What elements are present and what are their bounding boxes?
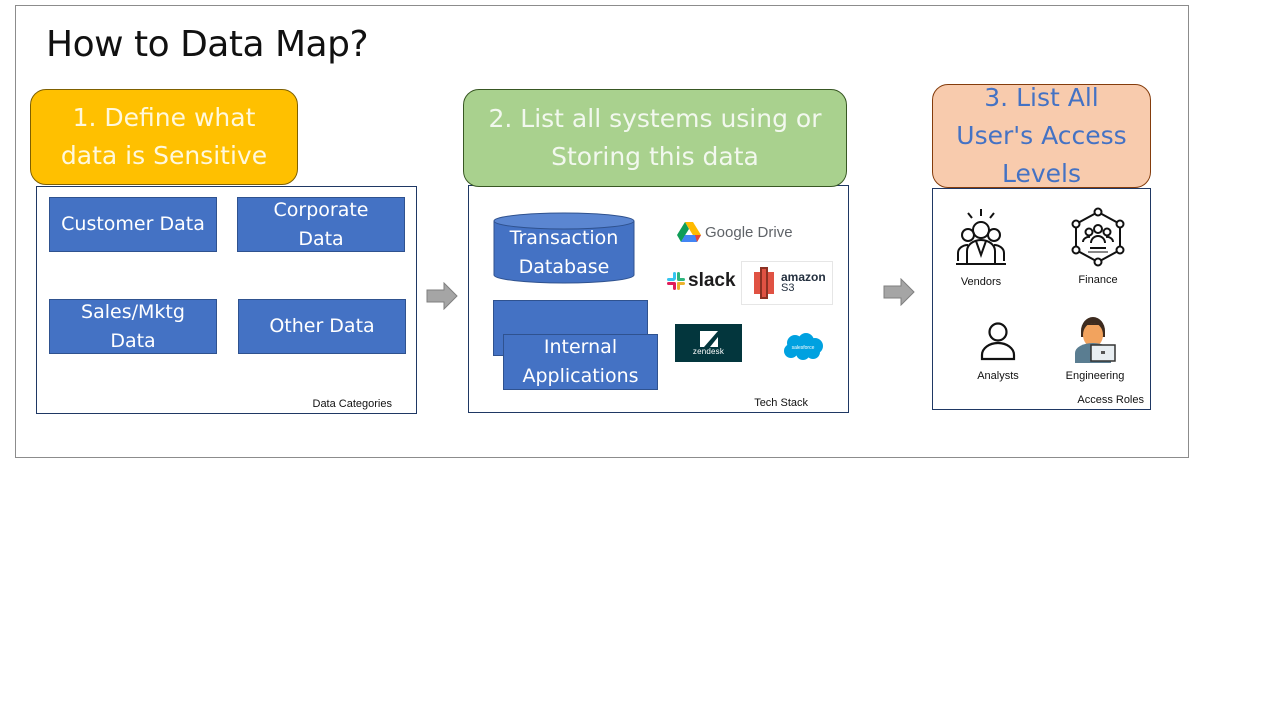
step-2-header: 2. List all systems using or Storing thi… (463, 89, 847, 187)
tech-stack-panel: Transaction Database Internal Applicatio… (468, 185, 849, 413)
role-finance: Finance (1058, 207, 1138, 286)
step-2-label: 2. List all systems using or Storing thi… (488, 104, 822, 171)
salesforce-text: salesforce (792, 345, 815, 351)
amazon-s3-icon (754, 267, 774, 299)
category-customer-data: Customer Data (49, 197, 217, 252)
database-cylinder-icon (493, 212, 635, 284)
amazon-text: amazon (781, 270, 826, 284)
s3-text: S3 (781, 282, 795, 294)
role-analysts-label: Analysts (977, 370, 1019, 382)
slack-icon (667, 272, 685, 290)
category-sales-mktg-data: Sales/Mktg Data (49, 299, 217, 354)
role-vendors: Vendors (941, 207, 1021, 288)
zendesk-text: zendesk (692, 346, 725, 356)
zendesk-logo: zendesk (675, 324, 742, 362)
right-arrow-icon (883, 278, 915, 306)
step-1-header: 1. Define what data is Sensitive (30, 89, 298, 185)
person-laptop-icon (1075, 317, 1116, 363)
data-categories-panel: Customer Data Corporate Data Sales/Mktg … (36, 186, 417, 414)
step-1-label: 1. Define what data is Sensitive (60, 103, 268, 170)
step-3-header: 3. List All User's Access Levels (932, 83, 1151, 188)
role-engineering-label: Engineering (1065, 370, 1125, 382)
zendesk-icon (699, 330, 718, 347)
access-roles-panel: Vendors Finance Analysts Engineering (932, 188, 1151, 410)
transaction-database-label: Transaction Database (509, 227, 619, 278)
access-roles-caption: Access Roles (1077, 394, 1144, 406)
group-alert-icon (956, 209, 1006, 265)
data-categories-caption: Data Categories (312, 398, 393, 410)
right-arrow-icon (426, 282, 458, 310)
internal-applications-box: Internal Applications (503, 334, 658, 390)
google-drive-text: Google Drive (705, 223, 793, 241)
slack-logo: slack (667, 270, 736, 292)
google-drive-icon (677, 222, 701, 242)
google-drive-logo: Google Drive (677, 222, 793, 242)
salesforce-cloud-icon: salesforce (784, 333, 823, 360)
role-engineering: Engineering (1055, 315, 1135, 382)
network-people-icon (1071, 207, 1125, 267)
page-title: How to Data Map? (46, 24, 369, 65)
role-analysts: Analysts (958, 321, 1038, 382)
category-other-data: Other Data (238, 299, 406, 354)
slack-text: slack (688, 270, 736, 291)
user-outline-icon (980, 322, 1016, 361)
salesforce-logo: salesforce (781, 332, 825, 362)
step-3-label: 3. List All User's Access Levels (956, 83, 1127, 188)
tech-stack-caption: Tech Stack (754, 397, 808, 409)
role-vendors-label: Vendors (960, 276, 1002, 288)
category-corporate-data: Corporate Data (237, 197, 405, 252)
role-finance-label: Finance (1078, 274, 1118, 286)
